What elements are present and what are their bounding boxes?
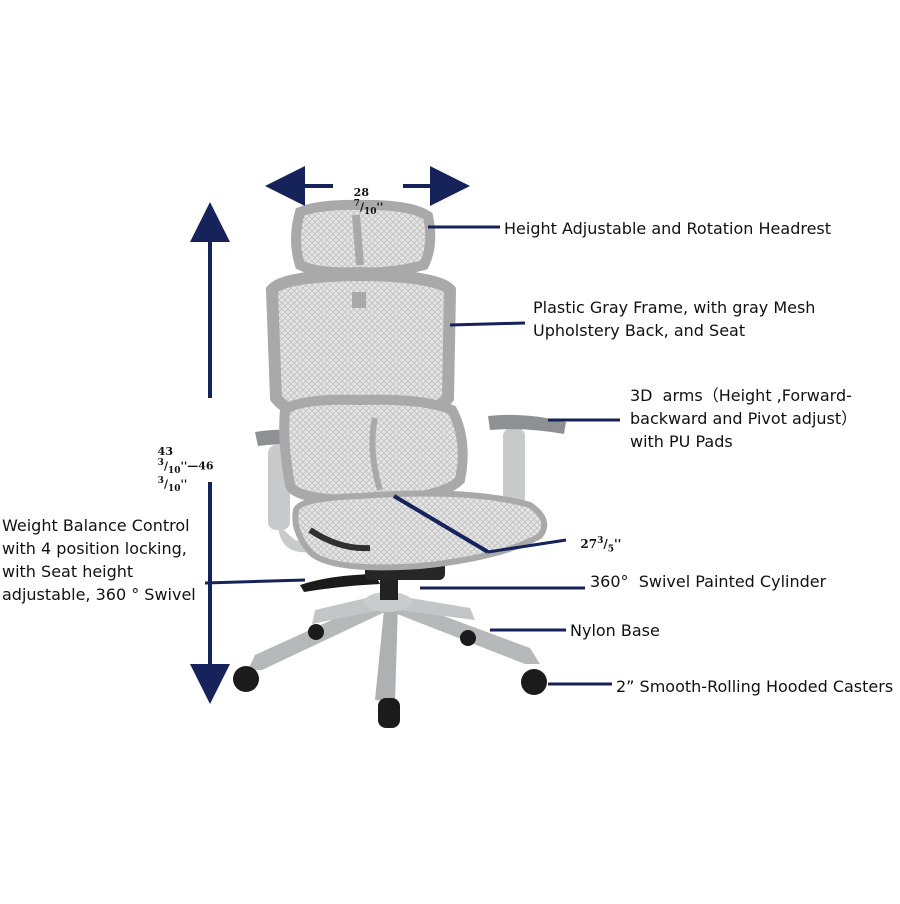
balance-callout-line4: adjustable, 360 ° Swivel: [2, 585, 196, 604]
frame-callout-line2: Upholstery Back, and Seat: [533, 321, 746, 340]
seat: [292, 490, 548, 571]
width-numerator: 7: [353, 199, 360, 209]
arms-callout: 3D arms（Height ,Forward- backward and Pi…: [630, 384, 857, 453]
arms-callout-line1: 3D arms（Height ,Forward-: [630, 386, 852, 405]
seat-depth-line: [392, 494, 490, 554]
balance-callout: Weight Balance Control with 4 position l…: [2, 514, 196, 606]
headrest: [291, 199, 436, 278]
cylinder-callout: 360° Swivel Painted Cylinder: [590, 572, 827, 591]
arms-callout-line2: backward and Pivot adjust）: [630, 409, 858, 428]
balance-callout-line1: Weight Balance Control: [2, 516, 190, 535]
casters-callout: 2” Smooth-Rolling Hooded Casters: [616, 677, 894, 696]
height-max-denominator: 10: [167, 483, 181, 494]
seat-depth-inch-mark: '': [613, 537, 622, 551]
frame-callout: Plastic Gray Frame, with gray Mesh Uphol…: [533, 296, 815, 342]
base-callout: Nylon Base: [570, 621, 660, 640]
height-max-inch-mark: '': [180, 477, 188, 491]
nylon-base: [248, 592, 540, 702]
seat-depth-leader: [487, 538, 567, 554]
height-dimension-label: 43 3/10''—46 3/10'': [157, 445, 214, 494]
arms-callout-line3: with PU Pads: [630, 432, 733, 451]
headrest-callout: Height Adjustable and Rotation Headrest: [504, 219, 832, 238]
balance-callout-line2: with 4 position locking,: [2, 539, 187, 558]
height-min-numerator: 3: [157, 458, 164, 468]
balance-callout-line3: with Seat height: [2, 562, 134, 581]
seat-depth-label: 273/5'': [580, 536, 622, 555]
frame-callout-line1: Plastic Gray Frame, with gray Mesh: [533, 298, 816, 317]
width-inch-mark: '': [376, 200, 384, 214]
caster-wheels: [233, 624, 547, 728]
width-dimension-label: 28 7/10'': [353, 186, 384, 217]
right-armrest: [488, 414, 566, 518]
height-min-denominator: 10: [167, 465, 181, 476]
width-denominator: 10: [363, 206, 377, 217]
height-max-whole: 46: [198, 459, 214, 473]
height-max-numerator: 3: [157, 475, 164, 486]
seat-depth-denominator: 5: [607, 544, 614, 555]
height-range-separator: —: [187, 459, 199, 473]
seat-depth-numerator: 3: [597, 536, 604, 546]
height-min-inch-mark: '': [180, 459, 188, 473]
backrest: [265, 268, 468, 506]
seat-depth-whole: 27: [580, 537, 598, 551]
width-whole: 28: [353, 186, 369, 199]
callout-leaders: [204, 225, 620, 686]
height-min-whole: 43: [157, 445, 173, 458]
